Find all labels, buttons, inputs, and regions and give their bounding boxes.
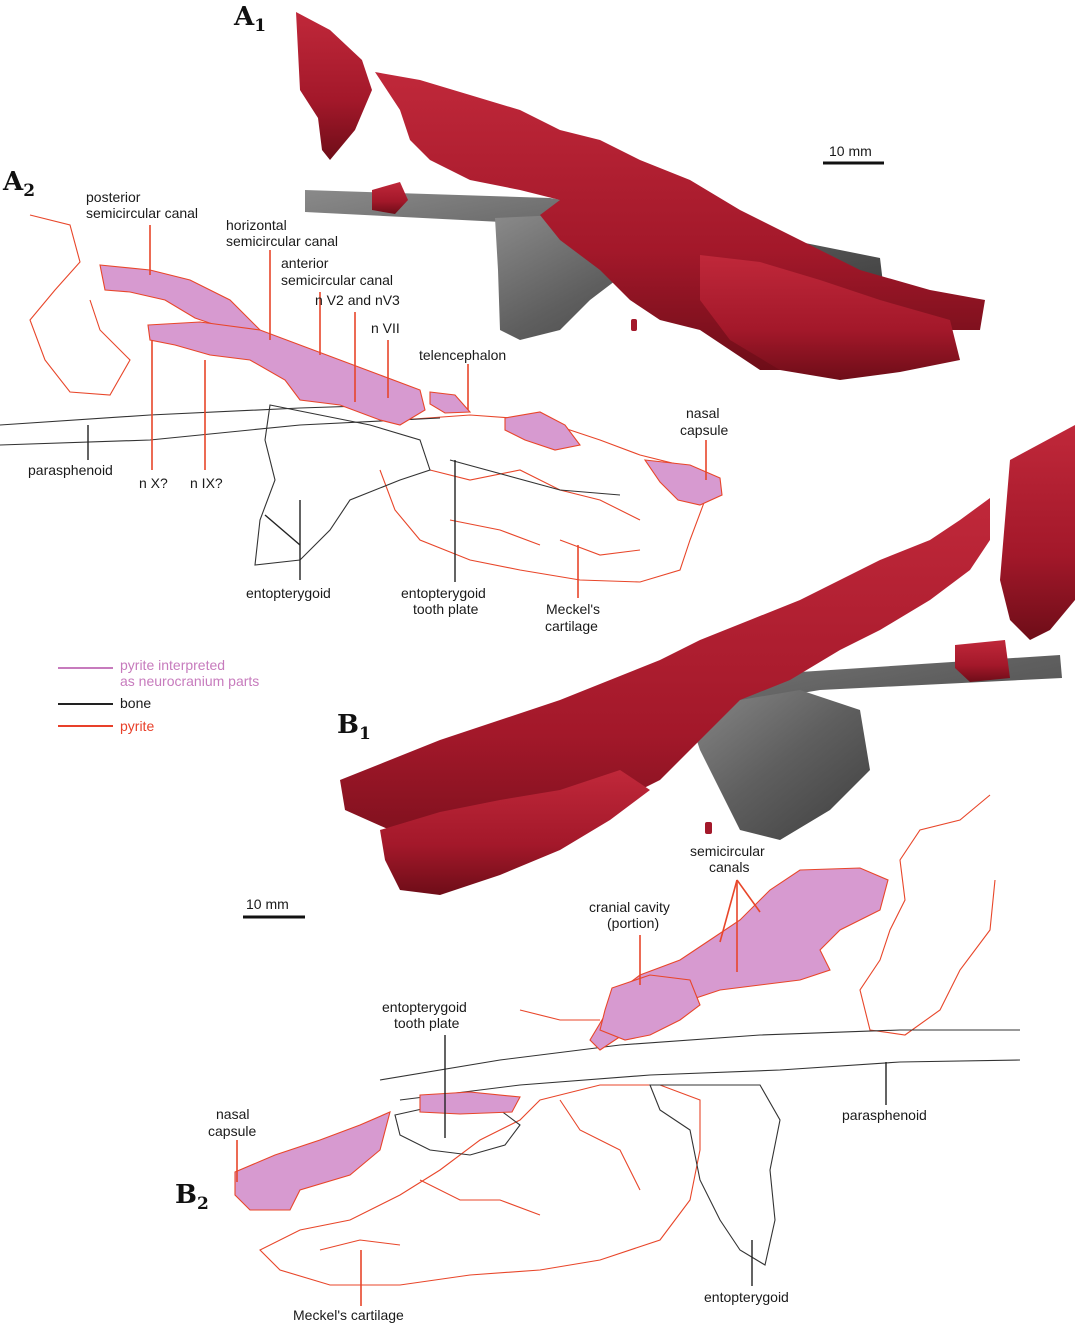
a2-label-parasphenoid: parasphenoid bbox=[28, 462, 113, 478]
legend: pyrite interpreted as neurocranium parts… bbox=[58, 657, 259, 734]
scale-bar-top: 10 mm bbox=[823, 143, 884, 163]
a1-pyrite-speck bbox=[631, 319, 637, 331]
b2-label-nasal-1: nasal bbox=[216, 1106, 249, 1122]
scale-bar-top-label: 10 mm bbox=[829, 143, 872, 159]
b2-label-entopterygoid: entopterygoid bbox=[704, 1289, 789, 1305]
legend-bone-label: bone bbox=[120, 695, 151, 711]
panel-a1-label: A1 bbox=[233, 2, 266, 36]
b2-nasal-capsule bbox=[235, 1112, 390, 1210]
a2-pyrite-outline-posterior bbox=[30, 215, 130, 395]
b2-pyrite-outline-right bbox=[860, 795, 995, 1035]
a2-label-posterior-2: semicircular canal bbox=[86, 205, 198, 221]
b2-entopterygoid-outline bbox=[650, 1085, 780, 1265]
a2-telencephalon bbox=[430, 392, 470, 413]
panel-b1-label: B1 bbox=[337, 710, 371, 744]
legend-pink-label-1: pyrite interpreted bbox=[120, 657, 225, 673]
a2-label-meckel-1: Meckel's bbox=[546, 601, 600, 617]
a1-pyrite-vertical bbox=[296, 12, 372, 160]
b2-label-parasphenoid: parasphenoid bbox=[842, 1107, 927, 1123]
a2-label-nx: n X? bbox=[139, 475, 168, 491]
a2-label-anterior-2: semicircular canal bbox=[281, 272, 393, 288]
scale-bar-bottom: 10 mm bbox=[243, 896, 305, 917]
a2-label-horizontal-2: semicircular canal bbox=[226, 233, 338, 249]
a2-label-telencephalon: telencephalon bbox=[419, 347, 506, 363]
a2-label-entopterygoid: entopterygoid bbox=[246, 585, 331, 601]
a2-label-tooth-plate-1: entopterygoid bbox=[401, 585, 486, 601]
b1-pyrite-vertical bbox=[1000, 425, 1075, 640]
b2-label-cranial-2: (portion) bbox=[607, 915, 659, 931]
a2-label-nasal-2: capsule bbox=[680, 422, 728, 438]
a2-telencephalon-2 bbox=[505, 412, 580, 450]
a2-label-nv2: n V2 and nV3 bbox=[315, 292, 400, 308]
scale-bar-bottom-label: 10 mm bbox=[246, 896, 289, 912]
a2-entopterygoid-outline bbox=[255, 405, 430, 565]
b2-label-cranial-1: cranial cavity bbox=[589, 899, 670, 915]
b2-tooth-plate-pink bbox=[420, 1092, 520, 1114]
panel-b2-label: B2 bbox=[175, 1180, 209, 1214]
a2-posterior-semicircular-canal bbox=[100, 265, 260, 330]
b2-pyrite-outline-lower bbox=[260, 1085, 700, 1285]
b2-label-meckel: Meckel's cartilage bbox=[293, 1307, 404, 1323]
b2-label-tooth-plate-1: entopterygoid bbox=[382, 999, 467, 1015]
a2-label-meckel-2: cartilage bbox=[545, 618, 598, 634]
b2-cranial-cavity bbox=[600, 975, 700, 1040]
b2-label-tooth-plate-2: tooth plate bbox=[394, 1015, 460, 1031]
drawing-b2 bbox=[235, 795, 1020, 1285]
a2-label-anterior-1: anterior bbox=[281, 255, 329, 271]
a2-label-nasal-1: nasal bbox=[686, 405, 719, 421]
a2-horizontal-semicircular-canal bbox=[148, 322, 425, 425]
b1-pyrite-speck bbox=[705, 822, 712, 834]
legend-pyrite-label: pyrite bbox=[120, 718, 154, 734]
panel-a2-label: A2 bbox=[2, 167, 35, 201]
legend-pink-label-2: as neurocranium parts bbox=[120, 673, 259, 689]
b2-parasphenoid-outline bbox=[380, 1030, 1020, 1100]
a2-nasal-capsule bbox=[645, 460, 722, 505]
a2-label-tooth-plate-2: tooth plate bbox=[413, 601, 479, 617]
a2-label-nvii: n VII bbox=[371, 320, 400, 336]
b2-leader-semicircular-2 bbox=[737, 880, 760, 912]
a2-leader-entopterygoid-2 bbox=[265, 515, 300, 545]
b2-label-nasal-2: capsule bbox=[208, 1123, 256, 1139]
b2-label-semicircular-1: semicircular bbox=[690, 843, 765, 859]
a2-label-nix: n IX? bbox=[190, 475, 223, 491]
a2-label-horizontal-1: horizontal bbox=[226, 217, 287, 233]
b2-label-semicircular-2: canals bbox=[709, 859, 749, 875]
a2-label-posterior-1: posterior bbox=[86, 189, 141, 205]
